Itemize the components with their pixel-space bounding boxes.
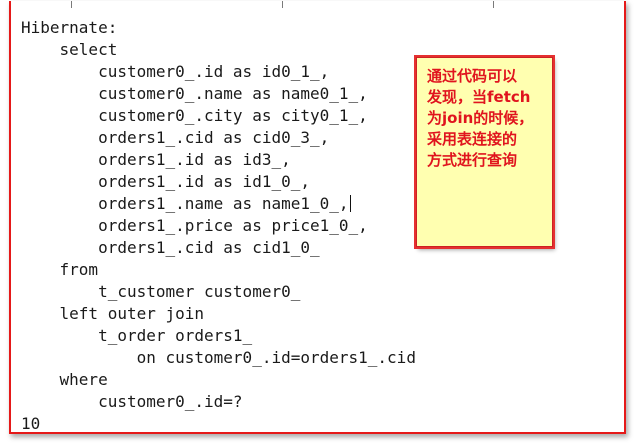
ruler-tick [71,1,72,8]
code-line: orders1_.id as id3_, [21,150,291,169]
code-line: customer0_.id=? [21,392,243,411]
code-line: on customer0_.id=orders1_.cid [21,348,416,367]
top-ruler [11,1,624,9]
code-line: orders1_.price as price1_0_, [21,216,368,235]
code-line: t_customer customer0_ [21,282,301,301]
code-line: orders1_.id as id1_0_, [21,172,310,191]
code-line: from [21,260,99,279]
code-line: Hibernate: [21,18,118,37]
code-line: select [21,40,118,59]
code-line: customer0_.name as name0_1_, [21,84,368,103]
callout-line: 为join的时候， [427,109,534,127]
code-line: customer0_.id as id0_1_, [21,62,330,81]
ruler-tick [282,1,283,8]
callout-line: 方式进行查询 [427,151,518,169]
ruler-tick [493,1,494,8]
text-caret [349,195,351,212]
callout-line: 采用表连接的 [427,130,518,148]
code-line: orders1_.cid as cid1_0_ [21,238,320,257]
callout-line: 发现，当fetch [427,88,531,106]
code-line: where [21,370,108,389]
code-line: orders1_.cid as cid0_3_, [21,128,330,147]
code-line: customer0_.city as city0_1_, [21,106,368,125]
code-line: left outer join [21,304,205,323]
code-line: t_order orders1_ [21,326,253,345]
code-line: 10 [21,414,41,433]
code-line-text: orders1_.name as name1_0_, [21,194,349,213]
annotation-callout: 通过代码可以 发现，当fetch 为join的时候， 采用表连接的 方式进行查询 [416,57,553,247]
callout-line: 通过代码可以 [427,67,518,85]
sql-log-text[interactable]: Hibernate: select customer0_.id as id0_1… [21,17,416,433]
console-output-panel: Hibernate: select customer0_.id as id0_1… [9,1,626,434]
code-line-with-caret: orders1_.name as name1_0_, [21,193,416,215]
